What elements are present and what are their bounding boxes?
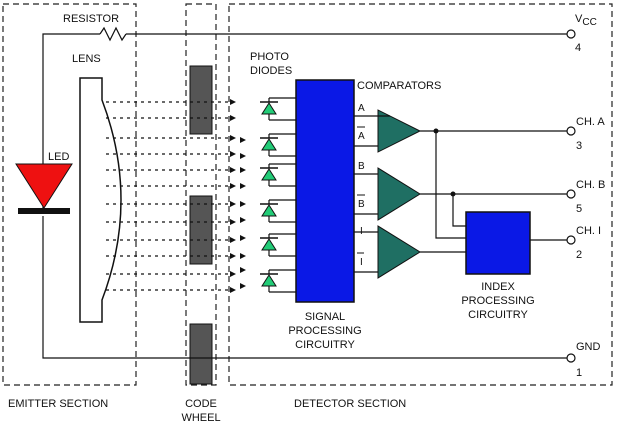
ch-i-label: CH. I: [576, 225, 601, 237]
index-processing-block: [465, 211, 531, 275]
vcc-pin-number: 4: [575, 42, 581, 54]
gnd-rail: [42, 216, 576, 363]
ray-arrowhead: [240, 183, 246, 189]
ray-arrowhead: [240, 153, 246, 159]
ch-b-label: CH. B: [576, 179, 605, 191]
photodiode-icon: [260, 199, 296, 223]
comparator-icon: [377, 225, 421, 279]
ray-arrowhead: [230, 167, 236, 173]
photodiodes-label-1: PHOTO: [250, 51, 289, 63]
code-wheel-bar: [189, 65, 213, 135]
ray-arrowhead: [240, 235, 246, 241]
comparators-label: COMPARATORS: [357, 80, 441, 92]
code-wheel-bar: [189, 195, 213, 265]
light-rays: [106, 99, 246, 293]
ray-arrowhead: [230, 287, 236, 293]
ray-arrowhead: [230, 201, 236, 207]
channel-wiring: [420, 126, 576, 253]
lens-label: LENS: [72, 53, 101, 65]
ray-arrowhead: [230, 183, 236, 189]
ray-arrowhead: [240, 137, 246, 143]
led-label: LED: [48, 151, 69, 163]
signal-b-bar-label: B: [357, 194, 365, 210]
ch-i-pin-number: 2: [576, 249, 582, 261]
index-processing-label-2: PROCESSING: [461, 295, 534, 307]
comparator-group: [377, 109, 422, 279]
vcc-wire: [42, 33, 100, 208]
emitter-section-boundary: [2, 3, 137, 386]
signal-processing-label-2: PROCESSING: [288, 325, 361, 337]
ch-b-terminal: [566, 189, 576, 199]
vcc-terminal: [566, 29, 576, 39]
resistor-label: RESISTOR: [63, 13, 119, 25]
ray-arrowhead: [230, 237, 236, 243]
code-wheel-label-1: CODE: [185, 398, 217, 410]
vcc-rail: [42, 26, 576, 208]
signal-i-bar-label: I: [357, 252, 364, 268]
ray-arrowhead: [240, 217, 246, 223]
svg-text:I: I: [360, 257, 363, 268]
ray-arrowhead: [230, 151, 236, 157]
code-wheel-boundary: [185, 3, 217, 386]
detector-section-label: DETECTOR SECTION: [294, 398, 406, 410]
gnd-label: GND: [576, 341, 601, 353]
signal-processing-label-3: CIRCUITRY: [295, 339, 355, 351]
signal-a-bar-label: A: [357, 126, 365, 142]
photodiodes-label-2: DIODES: [250, 65, 292, 77]
ch-a-pin-number: 3: [576, 140, 582, 152]
code-wheel-label-2: WHEEL: [181, 412, 220, 424]
vcc-label: VCC: [575, 13, 597, 28]
detector-section-boundary: [228, 3, 613, 386]
photodiode-icon: [260, 133, 296, 157]
ray-arrowhead: [230, 253, 236, 259]
ch-a-index-wire: [435, 131, 466, 239]
signal-processing-label-1: SIGNAL: [305, 311, 345, 323]
ray-arrowhead: [240, 253, 246, 259]
ray-arrowhead: [230, 99, 236, 105]
svg-text:B: B: [358, 199, 365, 210]
svg-text:A: A: [358, 131, 365, 142]
ch-b-pin-number: 5: [576, 203, 582, 215]
index-processing-label-1: INDEX: [481, 281, 515, 293]
code-wheel-bar: [189, 323, 213, 385]
code-wheel: [189, 65, 213, 385]
photodiode-icon: [260, 97, 296, 121]
comparator-icon: [377, 109, 422, 153]
photodiode-icon: [260, 233, 296, 257]
gnd-wire: [42, 216, 567, 359]
ray-arrowhead: [230, 115, 236, 121]
ch-i-terminal: [566, 235, 576, 245]
index-processing-label-3: CIRCUITRY: [468, 309, 528, 321]
ray-arrowhead: [240, 267, 246, 273]
ray-arrowhead: [230, 135, 236, 141]
ray-arrowhead: [240, 283, 246, 289]
ch-a-terminal: [566, 126, 576, 136]
ray-arrowhead: [240, 201, 246, 207]
signal-processing-block: [295, 79, 355, 303]
signal-i-label: I: [360, 226, 363, 237]
signal-lines: [354, 115, 390, 273]
ray-arrowhead: [230, 219, 236, 225]
gnd-pin-number: 1: [576, 367, 582, 379]
resistor-icon: [99, 26, 127, 42]
photodiode-icon: [260, 269, 296, 293]
emitter-section-label: EMITTER SECTION: [8, 398, 108, 410]
ch-a-label: CH. A: [576, 116, 605, 128]
lens-icon: [79, 77, 122, 323]
gnd-terminal: [566, 353, 576, 363]
signal-b-label: B: [358, 161, 365, 172]
photodiode-array: [260, 97, 296, 293]
ch-b-index-wire: [452, 194, 466, 227]
photodiode-icon: [260, 163, 296, 187]
signal-a-label: A: [358, 103, 365, 114]
ray-arrowhead: [230, 271, 236, 277]
ray-arrowhead: [240, 167, 246, 173]
led-icon: [15, 163, 73, 214]
comparator-icon: [377, 167, 421, 221]
